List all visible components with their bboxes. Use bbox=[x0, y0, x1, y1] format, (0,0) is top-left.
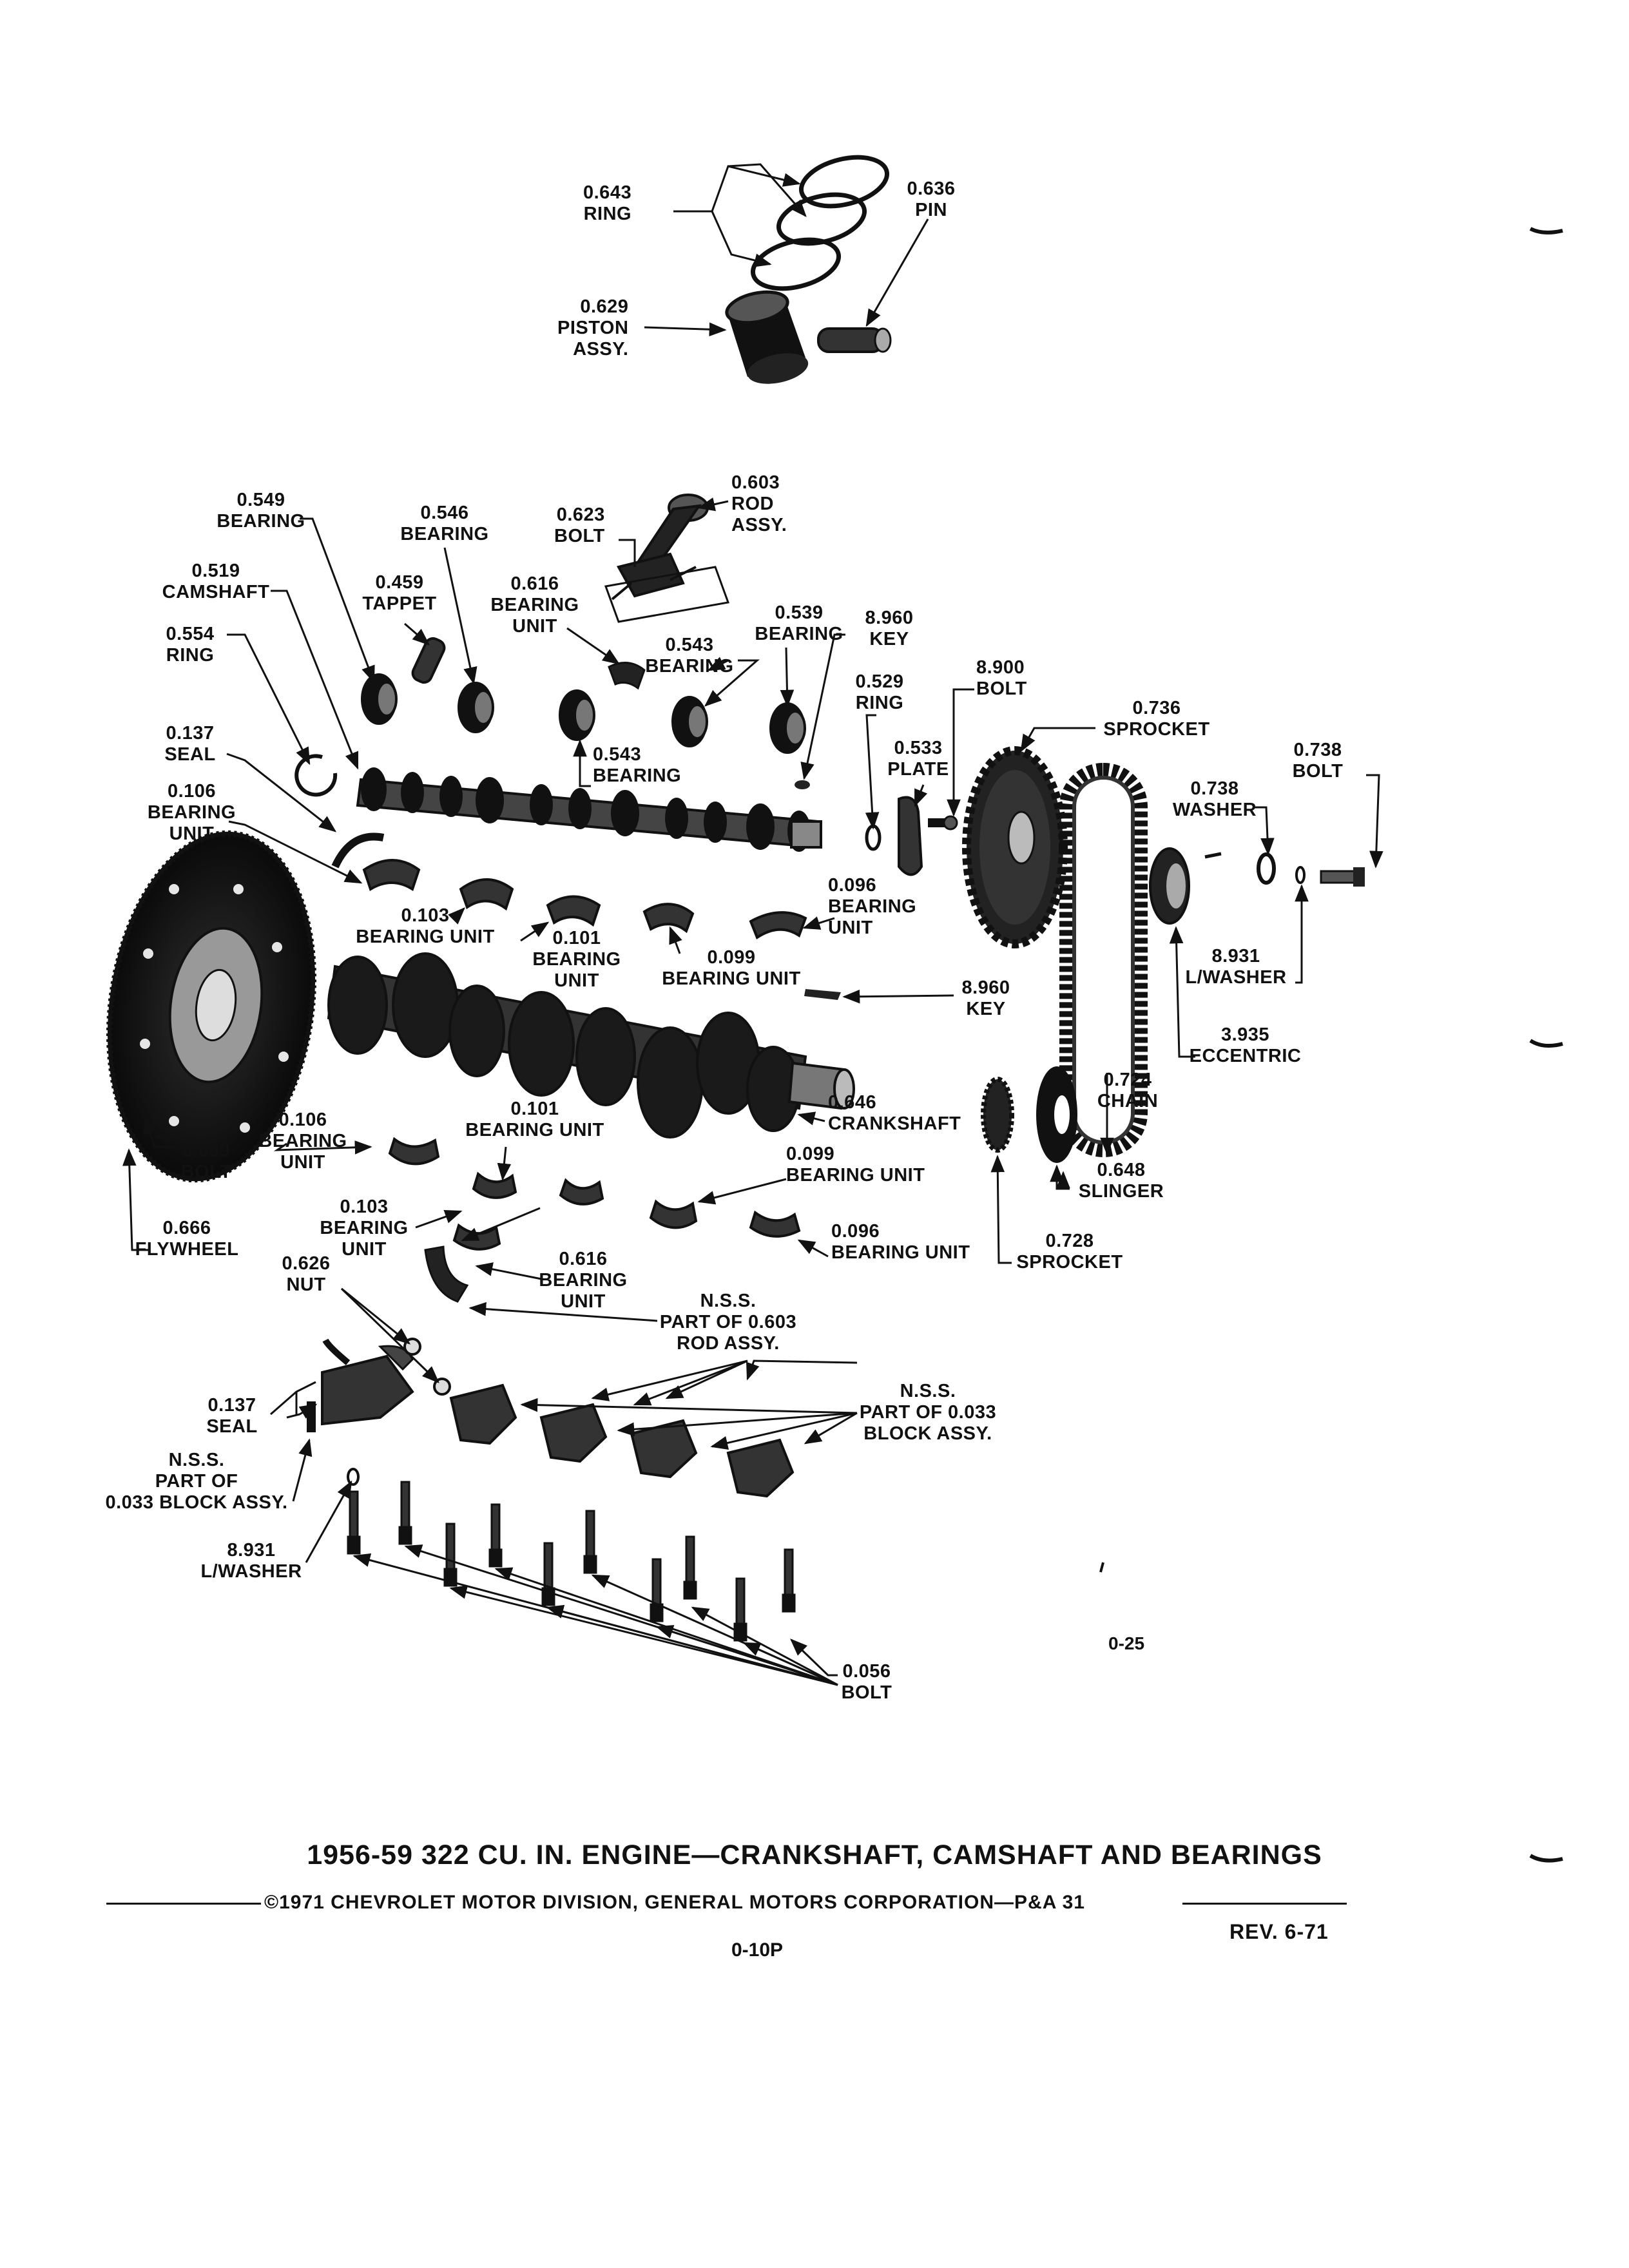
camshaft bbox=[356, 767, 822, 852]
piston-rings bbox=[750, 155, 890, 291]
crank-sprocket bbox=[981, 1077, 1014, 1153]
label-bearing-unit-0103-top: 0.103 BEARING UNIT bbox=[356, 905, 495, 947]
label-key-8960-top: 8.960 KEY bbox=[865, 608, 914, 649]
label-piston-0629: 0.629 PISTON ASSY. bbox=[557, 296, 629, 360]
label-ring-0529: 0.529 RING bbox=[855, 671, 904, 713]
label-bearing-unit-0106-top: 0.106 BEARING UNIT bbox=[147, 781, 236, 844]
cam-ring bbox=[865, 824, 882, 851]
oil-slinger bbox=[1036, 1066, 1077, 1163]
lock-washer bbox=[1295, 866, 1306, 884]
cam-sprocket bbox=[962, 746, 1068, 948]
label-bearing-0549: 0.549 BEARING bbox=[217, 490, 305, 532]
label-nss-block-left: N.S.S. PART OF 0.033 BLOCK ASSY. bbox=[105, 1450, 288, 1513]
copyright-rule-right bbox=[1182, 1903, 1347, 1905]
label-nss-block-right: N.S.S. PART OF 0.033 BLOCK ASSY. bbox=[859, 1381, 997, 1444]
main-bearings-lower bbox=[388, 1137, 801, 1251]
rear-main-cap bbox=[307, 1338, 414, 1432]
figure-code: 0-25 bbox=[1108, 1633, 1145, 1653]
plate-bolt bbox=[928, 815, 958, 831]
cam-washer bbox=[1257, 852, 1276, 885]
label-bearing-unit-0096-low: 0.096 BEARING UNIT bbox=[831, 1221, 970, 1263]
page-number: 0-10P bbox=[731, 1939, 784, 1961]
label-ring-0554: 0.554 RING bbox=[166, 624, 215, 666]
label-bearing-unit-0099-top: 0.099 BEARING UNIT bbox=[662, 947, 801, 989]
page-title: 1956-59 322 CU. IN. ENGINE—CRANKSHAFT, C… bbox=[307, 1840, 1322, 1870]
label-rod-0603: 0.603 ROD ASSY. bbox=[731, 472, 787, 535]
label-bolt-0056: 0.056 BOLT bbox=[841, 1661, 892, 1703]
connecting-rod bbox=[604, 494, 730, 623]
label-bearing-unit-0106-low: 0.106 BEARING UNIT bbox=[258, 1110, 347, 1173]
label-bearing-unit-0101-top: 0.101 BEARING UNIT bbox=[532, 928, 621, 991]
rod-bearing-upper bbox=[608, 662, 646, 690]
retaining-ring bbox=[294, 754, 338, 797]
label-sprocket-0736: 0.736 SPROCKET bbox=[1103, 698, 1210, 740]
label-bearing-0543-top: 0.543 BEARING bbox=[645, 635, 734, 677]
label-bolt-8900: 8.900 BOLT bbox=[976, 657, 1027, 699]
crankshaft bbox=[327, 952, 855, 1139]
cam-sprocket-bolt bbox=[1320, 867, 1365, 887]
label-camshaft-0519: 0.519 CAMSHAFT bbox=[162, 561, 270, 602]
label-nss-rod: N.S.S. PART OF 0.603 ROD ASSY. bbox=[659, 1291, 797, 1354]
label-key-8960-low: 8.960 KEY bbox=[961, 977, 1010, 1019]
label-eccentric-3935: 3.935 ECCENTRIC bbox=[1189, 1024, 1302, 1066]
label-bearing-0543-low: 0.543 BEARING bbox=[593, 744, 682, 786]
label-lwasher-8931-left: 8.931 L/WASHER bbox=[200, 1540, 302, 1582]
label-lwasher-8931-right: 8.931 L/WASHER bbox=[1185, 946, 1287, 988]
label-bearing-0539: 0.539 BEARING bbox=[755, 602, 843, 644]
label-flywheel-0666: 0.666 FLYWHEEL bbox=[135, 1218, 239, 1260]
label-seal-0137-top: 0.137 SEAL bbox=[164, 723, 216, 765]
margin-marks bbox=[1529, 227, 1563, 1863]
main-bearings-upper bbox=[362, 859, 807, 940]
fuel-pump-eccentric bbox=[1149, 847, 1190, 925]
revision-label: REV. 6-71 bbox=[1229, 1920, 1329, 1943]
label-seal-0137-low: 0.137 SEAL bbox=[206, 1395, 258, 1437]
rear-seal-upper bbox=[331, 832, 385, 869]
label-plate-0533: 0.533 PLATE bbox=[887, 738, 949, 780]
main-caps bbox=[449, 1383, 795, 1498]
label-slinger-0648: 0.648 SLINGER bbox=[1078, 1160, 1164, 1202]
label-tappet-0459: 0.459 TAPPET bbox=[362, 572, 437, 614]
rod-bearing-lower bbox=[424, 1245, 469, 1303]
label-nut-0626: 0.626 NUT bbox=[282, 1253, 331, 1295]
cap-lock-washer bbox=[347, 1468, 360, 1486]
label-bearing-0546: 0.546 BEARING bbox=[400, 503, 489, 544]
cam-key bbox=[795, 780, 810, 789]
crank-key bbox=[804, 989, 841, 1000]
label-bearing-unit-0616-top: 0.616 BEARING UNIT bbox=[490, 573, 579, 637]
leader-lines bbox=[122, 163, 1383, 1686]
label-bearing-unit-0096-top: 0.096 BEARING UNIT bbox=[828, 875, 917, 938]
label-washer-0738: 0.738 WASHER bbox=[1172, 778, 1257, 820]
copyright-line: ©1971 CHEVROLET MOTOR DIVISION, GENERAL … bbox=[264, 1892, 1085, 1913]
label-sprocket-0728: 0.728 SPROCKET bbox=[1016, 1231, 1123, 1273]
label-pin-0636: 0.636 PIN bbox=[907, 178, 956, 220]
piston bbox=[725, 290, 809, 384]
label-bolt-0738: 0.738 BOLT bbox=[1292, 740, 1344, 782]
tappet bbox=[411, 637, 446, 684]
label-bolt-0623: 0.623 BOLT bbox=[554, 505, 605, 546]
label-bearing-unit-0101-low: 0.101 BEARING UNIT bbox=[465, 1099, 604, 1140]
label-chain-0724: 0.724 CHAIN bbox=[1097, 1070, 1159, 1111]
piston-pin bbox=[817, 327, 892, 353]
label-bearing-unit-0103-low: 0.103 BEARING UNIT bbox=[320, 1196, 409, 1260]
label-bearing-unit-0616-low: 0.616 BEARING UNIT bbox=[539, 1249, 628, 1312]
flywheel bbox=[106, 830, 317, 1183]
label-ring-0643: 0.643 RING bbox=[583, 182, 632, 224]
thrust-plate bbox=[898, 796, 923, 876]
label-bearing-unit-0099-low: 0.099 BEARING UNIT bbox=[786, 1144, 925, 1186]
label-bolt-0669: 0.669 BOLT bbox=[180, 1140, 232, 1182]
label-crankshaft-0646: 0.646 CRANKSHAFT bbox=[828, 1092, 961, 1134]
cam-bearings bbox=[361, 673, 806, 754]
copyright-rule-left bbox=[106, 1903, 261, 1905]
main-cap-bolts bbox=[347, 1481, 796, 1642]
